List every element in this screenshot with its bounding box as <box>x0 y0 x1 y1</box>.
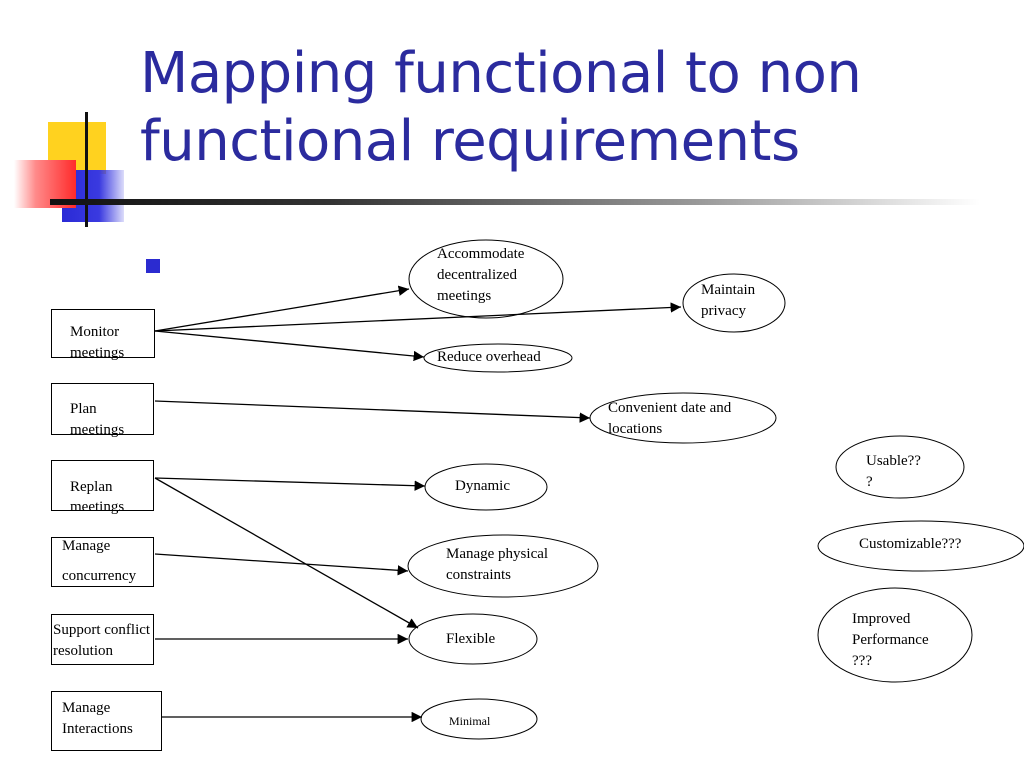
arrow-monitor-to-accommodate <box>154 285 410 332</box>
functional-box-replan: Replan meetings <box>51 460 154 515</box>
nfr-ellipse-dynamic <box>424 463 548 511</box>
slide-title-line-2: functional requirements <box>140 109 800 174</box>
nfr-ellipse-convenient <box>589 392 777 444</box>
arrow-plan-to-convenient <box>154 400 591 423</box>
box-label-line: Support conflict <box>53 622 151 638</box>
box-label-line: concurrency <box>62 568 137 584</box>
box-label-line: Manage <box>62 700 111 716</box>
arrow-monitor-to-privacy <box>154 302 682 332</box>
box-label-line: resolution <box>53 643 113 659</box>
box-label-line: Replan <box>70 479 113 495</box>
nfr-ellipse-performance <box>817 587 973 683</box>
box-label-line: Interactions <box>62 721 133 737</box>
arrow-replan-to-flexible <box>154 477 419 629</box>
functional-box-monitor: Monitor meetings <box>51 309 155 361</box>
functional-box-interactions: Manage Interactions <box>51 691 162 751</box>
nfr-ellipse-overhead <box>423 343 573 373</box>
nfr-ellipse-accommodate <box>408 239 564 319</box>
arrow-monitor-to-overhead <box>154 330 425 362</box>
nfr-ellipse-flexible <box>408 613 538 665</box>
box-label-line: meetings <box>70 422 125 438</box>
slide-title: Mapping functional to non functional req… <box>140 40 1000 176</box>
arrow-replan-to-dynamic <box>154 477 426 491</box>
box-label-line: meetings <box>70 499 125 515</box>
nfr-ellipse-privacy <box>682 273 786 333</box>
functional-box-conflict: Support conflict resolution <box>51 614 154 665</box>
arrow-concurrency-to-physical <box>154 553 409 576</box>
box-label-line: Plan <box>70 401 97 417</box>
title-rule <box>50 199 980 205</box>
deco-vertical-line <box>85 112 88 227</box>
functional-box-plan: Plan meetings <box>51 383 154 438</box>
box-label-line: meetings <box>70 345 125 361</box>
slide-title-line-1: Mapping functional to non <box>140 41 862 106</box>
nfr-ellipse-minimal <box>420 698 538 740</box>
bullet-marker <box>146 259 160 273</box>
nfr-ellipse-usable <box>835 435 965 499</box>
functional-box-concurrency: Manage concurrency <box>51 537 154 587</box>
box-label-line: Monitor <box>70 324 120 340</box>
nfr-ellipse-physical <box>407 534 599 598</box>
box-label-line: Manage <box>62 538 111 554</box>
nfr-ellipse-customizable <box>817 520 1024 572</box>
